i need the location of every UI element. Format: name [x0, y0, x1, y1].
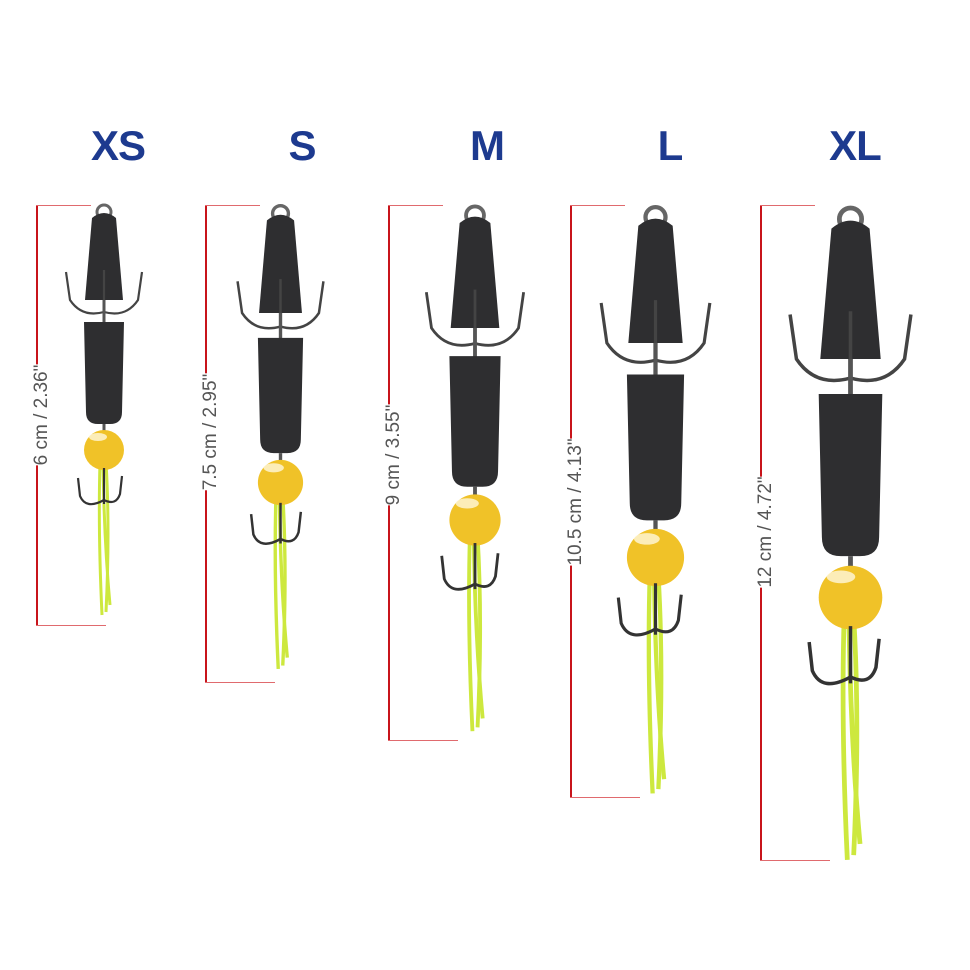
lure-image-xl: [771, 200, 930, 868]
bottom-tick-xs: [36, 625, 106, 626]
size-label-l: L: [657, 122, 684, 169]
size-label-m: M: [470, 122, 505, 169]
upper-foam-body: [819, 220, 881, 359]
lower-foam-body: [84, 322, 124, 424]
bottom-tick-s: [205, 682, 275, 683]
lower-foam-body: [449, 356, 501, 487]
lower-treble-hook: [440, 543, 500, 591]
lower-treble-hook: [616, 583, 683, 637]
lower-treble-hook: [249, 502, 302, 545]
lure-image-s: [224, 200, 337, 675]
lower-foam-body: [626, 374, 684, 521]
upper-foam-body: [627, 218, 683, 343]
top-tick-xl: [760, 205, 815, 206]
dimension-text-m: 9 cm / 3.55": [375, 404, 413, 506]
size-label-xl: XL: [829, 122, 882, 169]
lower-treble-hook: [76, 468, 124, 506]
size-label-xs: XS: [90, 122, 146, 169]
upper-foam-body: [258, 214, 302, 313]
upper-foam-body: [450, 216, 500, 328]
size-label-s: S: [288, 122, 316, 169]
lower-treble-hook: [806, 626, 881, 686]
top-tick-xs: [36, 205, 91, 206]
lower-foam-body: [818, 393, 882, 557]
bottom-tick-l: [570, 797, 640, 798]
lure-image-l: [584, 200, 727, 801]
upper-foam-body: [85, 213, 123, 300]
top-tick-m: [388, 205, 443, 206]
lower-foam-body: [257, 337, 303, 454]
top-tick-l: [570, 205, 625, 206]
lure-image-xs: [54, 200, 154, 620]
lure-image-m: [411, 200, 539, 738]
bottom-tick-xl: [760, 860, 830, 861]
top-tick-s: [205, 205, 260, 206]
bottom-tick-m: [388, 740, 458, 741]
